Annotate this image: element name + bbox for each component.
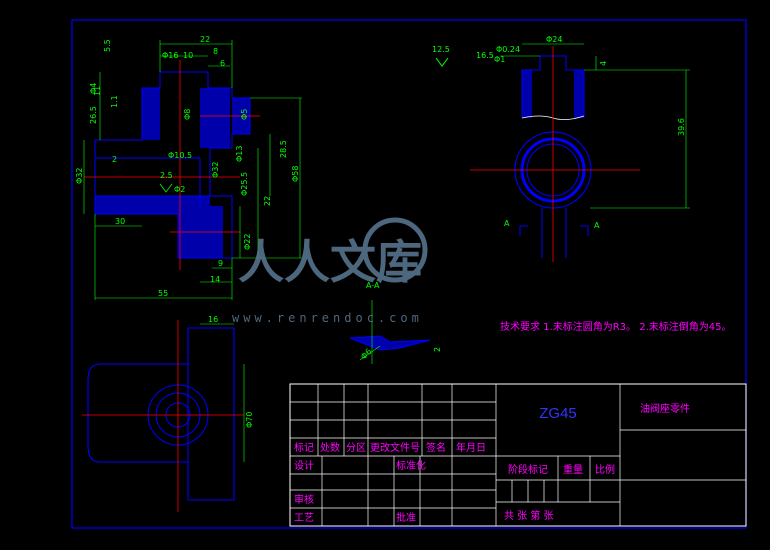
tb-stage-mark: 阶段标记 [508, 463, 548, 476]
tb-design: 设计 [294, 459, 314, 472]
tb-col-count: 处数 [320, 441, 340, 454]
dim-14: 14 [210, 275, 220, 284]
dim-phi32-left: Φ32 [75, 168, 84, 184]
dim-phi16: Φ16 [162, 51, 178, 60]
dim-39-6: 39.6 [677, 118, 686, 136]
dim-9: 9 [218, 259, 223, 268]
dim-16: 16 [208, 315, 218, 324]
roughness-mark [435, 57, 449, 67]
hatch-left-top [142, 88, 160, 140]
tb-sheets: 共 张 第 张 [504, 509, 554, 522]
tb-grid [290, 384, 746, 526]
dim-28-5: 28.5 [279, 140, 288, 158]
tb-col-sign: 签名 [426, 441, 446, 454]
detail-aa: A-A Φ6 2 [349, 281, 442, 364]
tech-requirements: 技术要求 1.未标注圆角为R3。 2.未标注倒角为45。 [500, 320, 731, 333]
surface-finish-mark [159, 183, 173, 193]
dim-phi24: Φ24 [546, 35, 562, 44]
section-mark-right [580, 225, 589, 236]
tb-standardize: 标准化 [396, 459, 426, 472]
section-mark-left [519, 225, 528, 236]
dim-11: 11 [93, 86, 102, 96]
dim-phi0-24: Φ0.24 [496, 45, 520, 54]
dim-26-5: 26.5 [89, 106, 98, 124]
dim-30: 30 [115, 217, 125, 226]
dim-5-5: 5.5 [103, 39, 112, 52]
hatch-top-left [522, 70, 532, 118]
dim-detail-2: 2 [433, 347, 442, 352]
title-block: ZG45 油阀座零件 标记 处数 分区 更改文件号 签名 年月日 设计 标准化 … [289, 383, 747, 527]
dim-55: 55 [158, 289, 168, 298]
side-outline [87, 327, 235, 501]
tb-material: ZG45 [539, 405, 577, 422]
dim-16-5: 16.5 [476, 51, 494, 60]
dim-10: 10 [183, 51, 193, 60]
dim-2-5: 2.5 [160, 171, 173, 180]
detail-aa-label: A-A [366, 281, 380, 290]
hatch-right-top [200, 88, 230, 148]
dim-4: 4 [599, 61, 608, 66]
tb-process: 工艺 [294, 512, 314, 524]
watermark-logo-ring [362, 217, 428, 283]
tb-col-date: 年月日 [456, 441, 486, 454]
section-label-a-right: A [594, 221, 600, 230]
dim-phi2: Φ2 [174, 185, 185, 194]
front-dim-lines [83, 40, 302, 300]
watermark: 人人文库 www.renrendoc.com [232, 217, 428, 325]
drawing-frame [71, 19, 747, 529]
hatch-top-right [574, 70, 584, 118]
dim-22-right: 22 [263, 196, 272, 206]
front-section-view: 5.5 Φ16 10 22 8 6 26.5 Φ4 11 1.1 Φ8 Φ5 2… [75, 35, 302, 300]
tb-approve: 批准 [396, 511, 416, 524]
dim-12-5: 12.5 [432, 45, 450, 54]
tb-col-docno: 更改文件号 [370, 441, 420, 454]
dim-phi1: Φ1 [494, 55, 505, 64]
side-view: 16 Φ70 [82, 315, 254, 512]
watermark-brand: 人人文库 [238, 235, 422, 289]
dim-phi10-5: Φ10.5 [168, 151, 192, 160]
detail-aa-shape [349, 335, 431, 351]
dim-1-1: 1.1 [110, 95, 119, 108]
tb-weight: 重量 [563, 463, 583, 476]
dim-phi25-5: Φ25.5 [240, 172, 249, 196]
dim-phi5: Φ5 [240, 109, 249, 120]
dim-22-top: 22 [200, 35, 210, 44]
dim-8: 8 [213, 47, 218, 56]
section-label-a-left: A [504, 219, 510, 228]
tb-col-zone: 分区 [346, 442, 366, 454]
tb-col-mark: 标记 [294, 442, 314, 454]
dim-phi58: Φ58 [291, 166, 300, 182]
top-dim-lines [500, 43, 690, 209]
tb-outer [289, 383, 747, 527]
dim-phi4: Φ4 [89, 83, 98, 94]
tb-part-name: 油阀座零件 [640, 402, 690, 415]
dim-phi8: Φ8 [183, 109, 192, 120]
dim-phi22: Φ22 [243, 234, 252, 250]
tb-scale: 比例 [595, 463, 615, 476]
dim-phi70: Φ70 [245, 412, 254, 428]
front-outline [94, 71, 251, 259]
top-view: 12.5 Φ0.24 16.5 Φ1 Φ24 4 39.6 A A [432, 35, 690, 262]
dim-phi32-mid: Φ32 [211, 162, 220, 178]
dim-phi13: Φ13 [235, 146, 244, 162]
watermark-url: www.renrendoc.com [232, 311, 423, 325]
tb-review: 审核 [294, 493, 314, 506]
dim-6: 6 [220, 59, 225, 68]
dim-2: 2 [112, 155, 117, 164]
detail-aa-leader [359, 345, 381, 361]
